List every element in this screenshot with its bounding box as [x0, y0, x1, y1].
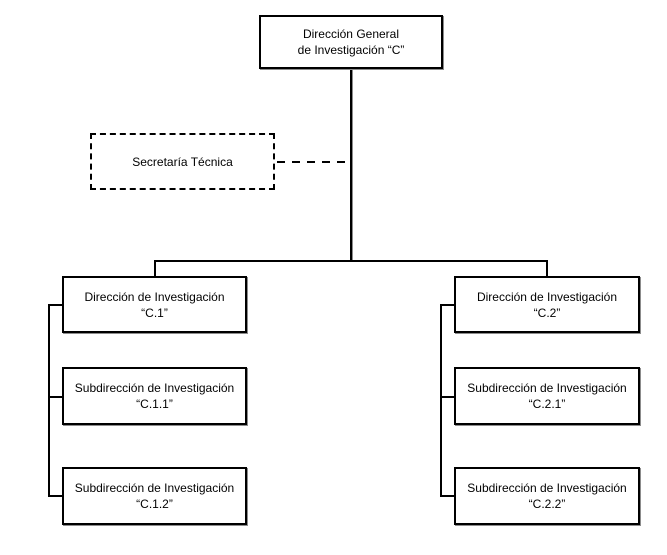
org-node-label: “C.1” — [141, 305, 168, 320]
org-node-direccion-c2: Dirección de Investigación “C.2” — [454, 276, 640, 333]
org-node-subdireccion-c11: Subdirección de Investigación “C.1.1” — [62, 367, 247, 425]
org-node-label: Subdirección de Investigación — [467, 381, 627, 395]
connector-branch-c21 — [440, 396, 454, 398]
org-node-label: Dirección de Investigación — [476, 289, 618, 304]
org-node-label: “C.1.1” — [136, 397, 173, 411]
org-node-label: Dirección de Investigación — [84, 289, 225, 304]
connector-left-rail — [48, 304, 50, 497]
org-node-label: de Investigación “C” — [297, 43, 405, 57]
connector-branch-c12 — [48, 495, 62, 497]
org-node-label: Subdirección de Investigación — [74, 481, 235, 495]
connector-branch-c1 — [48, 304, 62, 306]
org-node-label: Secretaría Técnica — [132, 154, 233, 169]
connector-drop-c2 — [546, 260, 548, 276]
connector-root-vertical — [350, 69, 352, 262]
connector-right-rail — [440, 304, 442, 497]
org-node-subdireccion-c12: Subdirección de Investigación “C.1.2” — [62, 467, 247, 525]
org-node-label: Dirección General — [302, 27, 400, 41]
org-node-label: Subdirección de Investigación — [74, 381, 235, 395]
org-node-direccion-general: Dirección General de Investigación “C” — [259, 15, 443, 69]
org-node-secretaria-tecnica: Secretaría Técnica — [90, 133, 275, 190]
connector-branch-c22 — [440, 495, 454, 497]
org-node-subdireccion-c21: Subdirección de Investigación “C.2.1” — [454, 367, 640, 425]
connector-horizontal-bus — [154, 260, 548, 262]
connector-branch-c11 — [48, 396, 62, 398]
connector-drop-c1 — [154, 260, 156, 276]
connector-branch-c2 — [440, 304, 454, 306]
org-node-subdireccion-c22: Subdirección de Investigación “C.2.2” — [454, 467, 640, 525]
connector-staff-dashed — [277, 161, 351, 163]
org-node-label: “C.1.2” — [136, 497, 173, 511]
org-node-label: “C.2.2” — [528, 497, 566, 511]
org-node-direccion-c1: Dirección de Investigación “C.1” — [62, 276, 247, 333]
org-node-label: Subdirección de Investigación — [467, 481, 627, 495]
org-node-label: “C.2” — [533, 305, 561, 320]
org-node-label: “C.2.1” — [528, 397, 566, 411]
